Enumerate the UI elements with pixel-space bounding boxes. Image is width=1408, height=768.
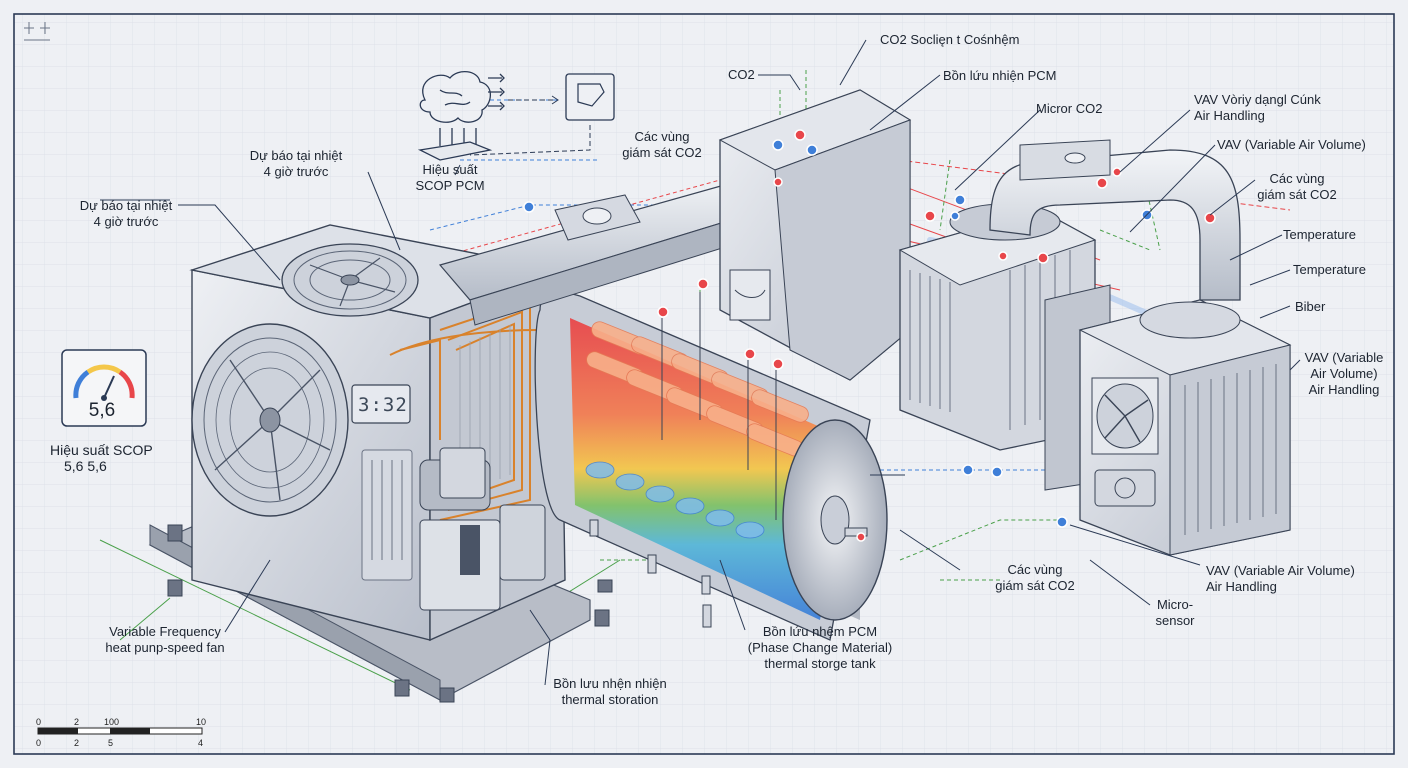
label-vav-bottom-line2: Air Handling <box>1206 579 1277 594</box>
return-duct <box>989 139 1241 301</box>
label-pcm-bottom-line2: (Phase Change Material) <box>747 640 893 655</box>
label-vav-mid: VAV (Variable Air Volume) Air Handling <box>1296 350 1392 398</box>
label-scop-pcm-line2: SCOP PCM <box>415 178 485 193</box>
label-vf-line2: heat punp-speed fan <box>105 640 225 655</box>
label-scop-line1: Hiệu suất SCOP <box>50 442 153 458</box>
label-variable-frequency: Variable Frequency heat punp-speed fan <box>90 624 240 656</box>
label-co2-zones-right-line1: Các vùng <box>1269 171 1325 186</box>
label-pcm-bottom-line1: Bồn lứu nhệm PCM <box>762 624 878 639</box>
label-vav-right: VAV (Variable Air Volume) <box>1217 137 1366 152</box>
label-micro-sensor-line2: sensor <box>1155 613 1195 628</box>
label-forecast-1-line2: 4 giờ trước <box>263 164 329 179</box>
label-co2-zones-right-line2: giám sát CO2 <box>1257 187 1337 202</box>
label-scop: Hiệu suất SCOP 5,6 5,6 <box>50 442 153 474</box>
display-digits: 3:32 <box>358 394 408 416</box>
label-co2-zones-bottom-line2: giám sát CO2 <box>995 578 1075 593</box>
label-micro-sensor: Micro- sensor <box>1145 597 1205 629</box>
label-thermal-line2: thermal storation <box>561 692 659 707</box>
pcm-thermal-tank <box>534 291 888 641</box>
scale-bottom-0: 0 <box>36 738 42 748</box>
leader-lines <box>100 39 1301 686</box>
label-co2-zones-center-line1: Các vùng <box>634 129 690 144</box>
top-fan-icon <box>281 243 419 317</box>
label-thermal-line1: Bồn lưu nhện nhiện <box>553 676 667 691</box>
label-co2-sensor: CO2 Soclięn t Cośnhệm <box>880 32 1020 47</box>
label-co2-zones-center: Các vùng giám sát CO2 <box>612 129 712 161</box>
scale-bottom-3: 4 <box>198 738 204 748</box>
label-co2-zones-center-line2: giám sát CO2 <box>622 145 702 160</box>
label-vav-bottom: VAV (Variable Air Volume) Air Handling <box>1206 563 1355 595</box>
scale-bottom-2: 5 <box>108 738 114 748</box>
label-forecast-2: Dự báo tại nhiệt 4 giờ trước <box>66 198 186 230</box>
label-biber: Biber <box>1295 299 1326 314</box>
scale-top-0: 0 <box>36 717 42 727</box>
label-co2-zones-right: Các vùng giám sát CO2 <box>1252 171 1342 203</box>
corner-mark-icon <box>24 22 50 41</box>
label-pcm-bottom-line3: thermal storge tank <box>764 656 876 671</box>
control-display <box>351 384 411 424</box>
label-micro-sensor-line1: Micro- <box>1156 597 1194 612</box>
label-thermal-storation: Bồn lưu nhện nhiện thermal storation <box>540 676 680 708</box>
air-handling-unit <box>718 89 912 381</box>
label-co2: CO2 <box>728 67 755 82</box>
scale-bottom-1: 2 <box>74 738 80 748</box>
label-temperature-1: Temperature <box>1283 227 1356 242</box>
gauge-icon <box>61 349 147 427</box>
fan-coil-unit <box>1078 299 1292 556</box>
sensor-dots <box>523 129 1216 542</box>
label-forecast-1: Dự báo tại nhiệt 4 giờ trước <box>236 148 356 180</box>
document-icon <box>565 73 615 121</box>
label-vav-bottom-line1: VAV (Variable Air Volume) <box>1206 563 1355 578</box>
brain-icon <box>417 71 505 161</box>
scale-bar <box>37 727 203 735</box>
label-vav-top-line1: VAV Vòriy dạngl Cúnk <box>1194 92 1321 107</box>
heat-pump-unit <box>148 224 613 703</box>
compressor <box>419 447 546 611</box>
label-forecast-2-line2: 4 giờ trước <box>93 214 159 229</box>
scale-top-3: 10 <box>196 717 207 727</box>
label-forecast-1-line1: Dự báo tại nhiệt <box>249 148 343 163</box>
label-scop-line2: 5,6 5,6 <box>64 458 107 474</box>
scale-top-2: 100 <box>104 717 120 727</box>
label-scop-pcm: Hiệu suất SCOP PCM <box>410 162 490 194</box>
fan-icon <box>191 323 349 517</box>
label-vav-mid-line2: Air Volume) <box>1310 366 1378 381</box>
label-pcm-tank-bottom: Bồn lứu nhệm PCM (Phase Change Material)… <box>740 624 900 672</box>
gauge-value: 5,6 <box>88 400 116 421</box>
label-vav-mid-line1: VAV (Variable <box>1304 350 1384 365</box>
scale-top-1: 2 <box>74 717 80 727</box>
label-pcm-tank-top: Bồn lứu nhiện PCM <box>943 68 1057 83</box>
label-vf-line1: Variable Frequency <box>109 624 221 639</box>
label-vav-top: VAV Vòriy dạngl Cúnk Air Handling <box>1194 92 1321 124</box>
label-vav-mid-line3: Air Handling <box>1308 382 1380 397</box>
label-co2-zones-bottom-line1: Các vùng <box>1007 562 1063 577</box>
label-temperature-2: Temperature <box>1293 262 1366 277</box>
label-vav-top-line2: Air Handling <box>1194 108 1265 123</box>
label-forecast-2-line1: Dự báo tại nhiệt <box>79 198 173 213</box>
label-scop-pcm-line1: Hiệu suất <box>422 162 478 177</box>
label-micror-co2: Micror CO2 <box>1036 101 1103 116</box>
label-co2-zones-bottom: Các vùng giám sát CO2 <box>985 562 1085 594</box>
